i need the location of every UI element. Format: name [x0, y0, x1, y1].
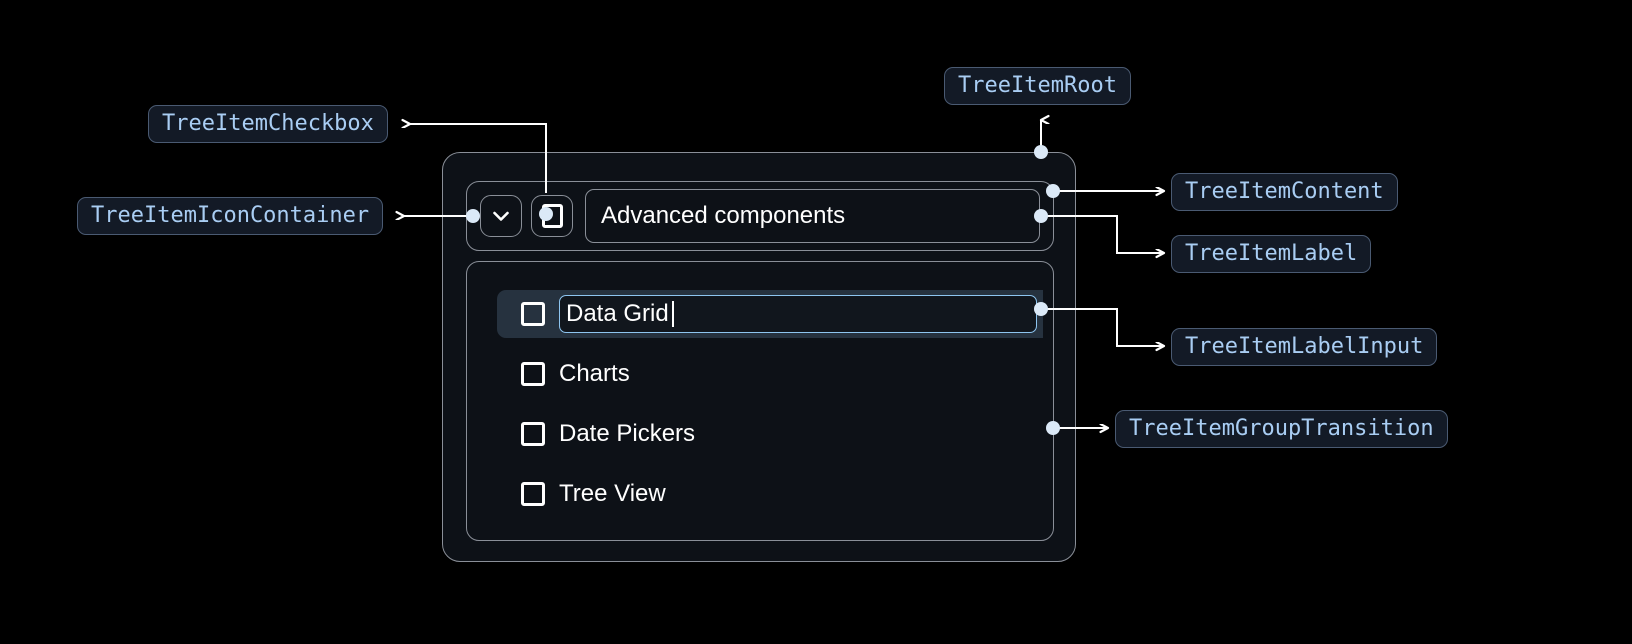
checkbox-unchecked-icon [541, 204, 563, 228]
checkbox-unchecked-icon[interactable] [521, 422, 545, 446]
tree-row-charts[interactable]: Charts [497, 350, 1043, 398]
tree-row-label: Charts [559, 360, 630, 387]
tree-item-label-text: Advanced components [601, 202, 846, 229]
tree-item-label-input[interactable]: Data Grid [559, 295, 1037, 333]
tree-item-root[interactable]: Advanced components Data Grid Charts Dat… [442, 152, 1076, 562]
tree-item-icon-container[interactable] [480, 195, 522, 237]
annotation-tree-item-content[interactable]: TreeItemContent [1171, 173, 1398, 211]
annotation-tree-item-label[interactable]: TreeItemLabel [1171, 235, 1372, 273]
tree-item-checkbox[interactable] [531, 195, 573, 237]
chevron-down-icon [488, 203, 514, 229]
text-caret [671, 301, 674, 327]
tree-item-group-transition: Data Grid Charts Date Pickers Tree View [466, 261, 1054, 541]
tree-row-data-grid[interactable]: Data Grid [497, 290, 1043, 338]
checkbox-unchecked-icon[interactable] [521, 362, 545, 386]
annotation-tree-item-group-transition[interactable]: TreeItemGroupTransition [1115, 410, 1448, 448]
annotation-tree-item-label-input[interactable]: TreeItemLabelInput [1171, 328, 1438, 366]
annotation-tree-item-icon-container[interactable]: TreeItemIconContainer [77, 197, 384, 235]
annotation-tree-item-root[interactable]: TreeItemRoot [944, 67, 1131, 105]
tree-row-tree-view[interactable]: Tree View [497, 470, 1043, 518]
checkbox-unchecked-icon[interactable] [521, 302, 545, 326]
tree-row-label: Date Pickers [559, 420, 696, 447]
tree-row-date-pickers[interactable]: Date Pickers [497, 410, 1043, 458]
tree-row-label: Tree View [559, 480, 666, 507]
tree-item-label[interactable]: Advanced components [585, 189, 1040, 243]
label-input-value: Data Grid [566, 300, 669, 327]
tree-item-content[interactable]: Advanced components [466, 181, 1054, 251]
checkbox-unchecked-icon[interactable] [521, 482, 545, 506]
annotation-tree-item-checkbox[interactable]: TreeItemCheckbox [148, 105, 388, 143]
